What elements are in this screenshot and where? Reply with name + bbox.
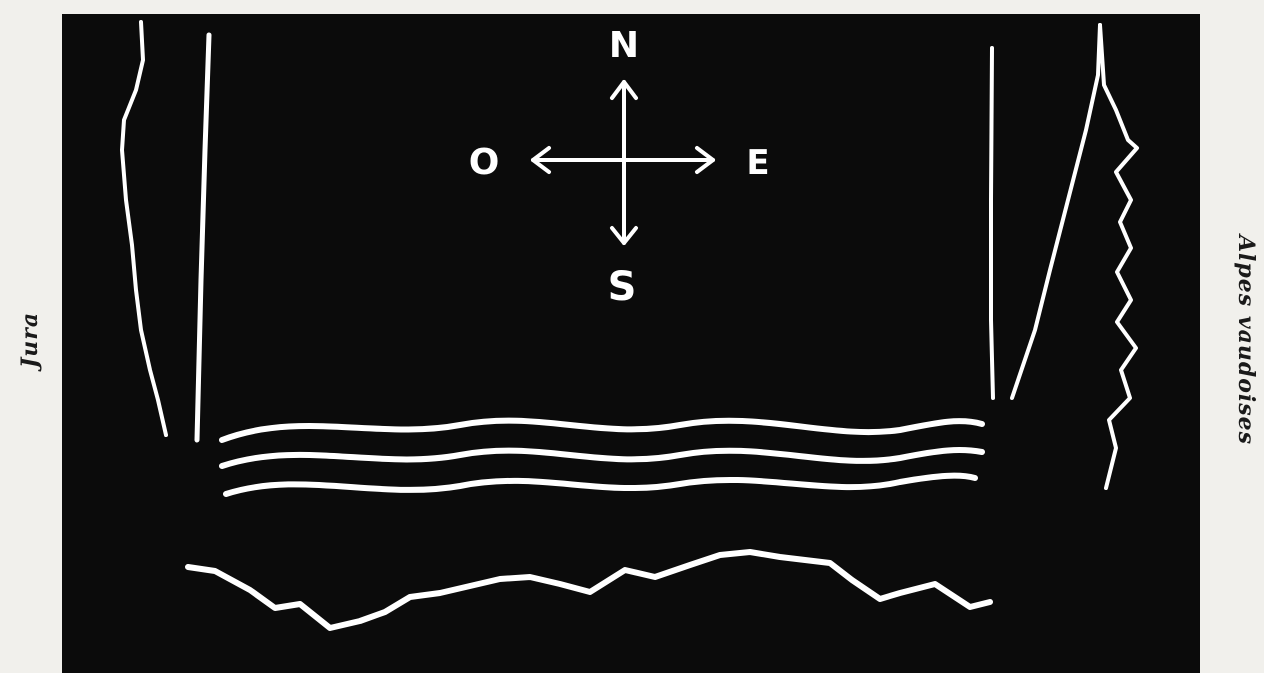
diagram-panel: N O E S [62,14,1200,673]
jura-inner-line [197,35,209,440]
compass-east-label: E [746,143,769,183]
alpes-vaudoises-label: Alpes vaudoises [1233,235,1259,445]
jura-label: Jura [17,312,43,368]
compass-north-label: N [609,25,639,66]
compass-west-label: O [469,142,500,183]
landscape-sketch: N O E S [62,14,1200,673]
lake-wave-2 [222,450,982,466]
compass-south-label: S [608,264,637,310]
foreground-ridge [188,552,990,628]
alps-jagged-line [1100,25,1137,488]
jura-outer-line [122,22,166,435]
lake-wave-3 [226,476,975,494]
alps-straight-line [991,48,993,398]
lake-wave-1 [222,421,982,440]
alps-slope-line [1012,25,1100,398]
compass-rose [533,82,713,243]
